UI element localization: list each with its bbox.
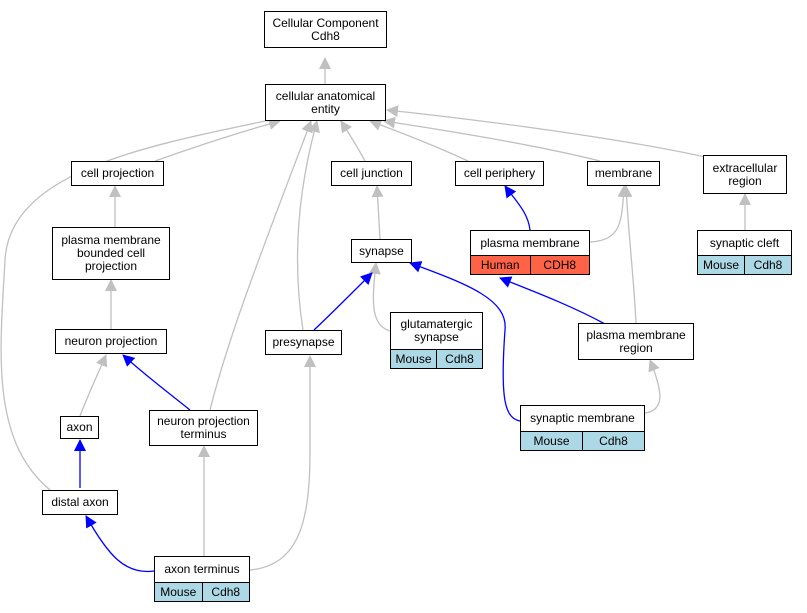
node-label: distal axon [51, 495, 109, 509]
node-label: axon [66, 420, 93, 434]
annotation-tags: Mouse Cdh8 [698, 255, 791, 274]
node-plasma-membrane-region[interactable]: plasma membrane region [578, 323, 694, 360]
edge-synapse-celljunc [371, 185, 384, 240]
species-tag: Mouse [521, 432, 582, 450]
edge-term-presyn [249, 355, 316, 571]
edge-cellperiph-cae [369, 119, 469, 162]
gene-tag: CDH8 [529, 256, 589, 274]
node-axon[interactable]: axon [60, 416, 99, 439]
edge-distal-cae [0, 114, 281, 491]
node-label: cell junction [340, 166, 403, 180]
node-label: cell projection [80, 166, 155, 180]
annotation-tags: Mouse Cdh8 [521, 431, 644, 450]
edge-term-distal [85, 515, 155, 573]
node-label: synaptic cleft [709, 235, 780, 250]
node-cell-projection[interactable]: cell projection [71, 161, 164, 186]
edge-ecr-cae [386, 105, 711, 159]
node-label: axon terminus [164, 562, 240, 576]
species-tag: Human [471, 256, 530, 274]
gene-tag: Cdh8 [201, 583, 249, 601]
node-label: cellular anatomical entity [275, 88, 376, 116]
edge-pm-cellperiph [504, 185, 531, 231]
node-extracellular-region[interactable]: extracellular region [703, 155, 787, 194]
node-glutamatergic-synapse[interactable]: glutamatergic synapse Mouse Cdh8 [390, 312, 483, 369]
node-label: presynapse [272, 335, 335, 349]
edge-pm-membrane [589, 185, 630, 243]
edge-pmr-pm [499, 276, 606, 325]
edge-membrane-cae [383, 116, 601, 162]
node-label: neuron projection terminus [157, 414, 250, 441]
edge-synmem-pmr [644, 359, 661, 414]
node-neuron-projection-terminus[interactable]: neuron projection terminus [149, 410, 258, 446]
node-distal-axon[interactable]: distal axon [42, 490, 118, 515]
gene-tag: Cdh8 [582, 432, 644, 450]
edge-axon-neuproj [79, 354, 108, 417]
node-label: synapse [359, 243, 404, 258]
annotation-tags: Mouse Cdh8 [155, 582, 249, 601]
edge-cellproj-cae [154, 118, 281, 162]
annotation-tags: Mouse Cdh8 [391, 349, 482, 368]
species-tag: Mouse [155, 583, 202, 601]
node-membrane[interactable]: membrane [587, 161, 660, 186]
edge-presyn-synapse [313, 272, 373, 331]
node-presynapse[interactable]: presynapse [265, 330, 342, 355]
node-synapse[interactable]: synapse [351, 239, 412, 263]
node-plasma-membrane-bounded-cell-projection[interactable]: plasma membrane bounded cell projection [52, 227, 170, 280]
node-label: neuron projection [64, 334, 158, 348]
gene-tag: Cdh8 [744, 256, 791, 274]
node-cellular-anatomical-entity[interactable]: cellular anatomical entity [265, 84, 386, 121]
node-label: plasma membrane bounded cell projection [61, 233, 161, 273]
node-label: glutamatergic synapse [400, 317, 473, 344]
gene-tag: Cdh8 [436, 350, 482, 368]
edge-glut-synapse [368, 262, 391, 332]
node-label: plasma membrane [480, 235, 580, 250]
species-tag: Mouse [391, 350, 436, 368]
edge-npt-neuproj [122, 354, 191, 411]
node-cell-junction[interactable]: cell junction [331, 161, 412, 186]
edge-presyn-cae [296, 120, 320, 331]
node-synaptic-cleft[interactable]: synaptic cleft Mouse Cdh8 [697, 230, 792, 275]
node-label: cell periphery [463, 166, 536, 180]
node-label: membrane [594, 166, 653, 180]
node-label: extracellular region [712, 160, 778, 188]
node-label: Cellular Component Cdh8 [272, 15, 379, 43]
edge-celljunc-cae [340, 120, 366, 162]
node-synaptic-membrane[interactable]: synaptic membrane Mouse Cdh8 [520, 405, 645, 451]
node-axon-terminus[interactable]: axon terminus Mouse Cdh8 [154, 556, 250, 602]
edge-npt-cae [209, 120, 313, 411]
annotation-tags: Human CDH8 [471, 255, 589, 274]
node-neuron-projection[interactable]: neuron projection [55, 329, 167, 354]
species-tag: Mouse [698, 256, 744, 274]
edge-pmr-membrane [620, 185, 637, 324]
node-cell-periphery[interactable]: cell periphery [455, 161, 544, 186]
node-label: plasma membrane region [586, 327, 686, 355]
edge-synmem-synapse [409, 261, 521, 422]
node-label: synaptic membrane [530, 411, 635, 425]
node-plasma-membrane[interactable]: plasma membrane Human CDH8 [470, 230, 590, 275]
node-cellular-component[interactable]: Cellular Component Cdh8 [264, 11, 387, 48]
